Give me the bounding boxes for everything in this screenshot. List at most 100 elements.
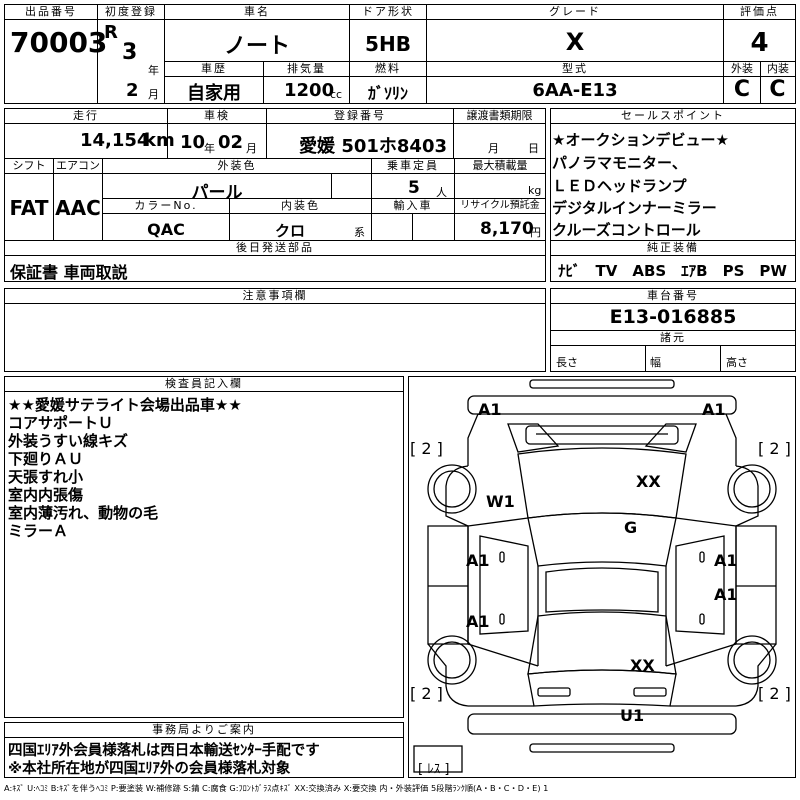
transfer-deadline-label: 譲渡書類期限 — [454, 109, 545, 124]
recycle-fee: 8,170 — [480, 219, 534, 239]
sales-points-label: セールスポイント — [551, 109, 795, 124]
damage-diagram-box — [408, 376, 796, 778]
equipment: ﾅﾋﾞ TV ABS ｴｱB PS PW — [558, 262, 787, 280]
inspector-box — [4, 376, 404, 718]
ac-label: エアコン — [54, 159, 102, 174]
inspector-line: ミラーＡ — [8, 522, 69, 540]
sales-point-line: ＬＥＤヘッドランプ — [552, 177, 687, 195]
inspector-line: 外装うすい線キズ — [8, 432, 129, 450]
sales-points-box — [550, 108, 796, 282]
damage-mark: XX — [636, 472, 661, 491]
shift: FAT — [9, 196, 49, 220]
damage-mark: A1 — [478, 400, 502, 419]
equipment-label: 純正装備 — [551, 241, 795, 256]
reg-number: 愛媛 501ホ8403 — [299, 136, 447, 157]
door-label: ドア形状 — [350, 5, 426, 20]
header-table — [4, 4, 796, 104]
damage-mark: A1 — [714, 585, 738, 604]
displacement: 1200 — [284, 80, 335, 101]
sales-point-line: ★オークションデビュー★ — [552, 131, 729, 149]
office-box — [4, 722, 404, 778]
tire-tread: [ 2 ] — [758, 684, 791, 703]
damage-mark: W1 — [486, 492, 515, 511]
damage-mark: XX — [630, 656, 655, 675]
damage-mark: A1 — [466, 551, 490, 570]
reg-number-label: 登録番号 — [267, 109, 453, 124]
grade: X — [565, 28, 585, 56]
shift-label: シフト — [5, 159, 53, 174]
car-diagram — [413, 379, 777, 773]
car-name: ノート — [223, 34, 290, 59]
damage-mark: U1 — [620, 706, 645, 725]
transfer-month-unit: 月 — [488, 142, 499, 155]
tire-tread: [ 2 ] — [758, 439, 791, 458]
color-no-label: カラーNo. — [103, 199, 229, 214]
inspector-line: 下廻りＡＵ — [8, 450, 84, 468]
inspector-line: 室内内張傷 — [8, 486, 84, 504]
inspector-line: 天張すれ小 — [8, 468, 84, 486]
first-reg-label: 初度登録 — [98, 5, 164, 20]
damage-mark: A1 — [702, 400, 726, 419]
capacity: 5 — [408, 178, 420, 198]
ext-grade: C — [733, 77, 751, 102]
notes-label: 注意事項欄 — [5, 289, 545, 304]
transfer-day-unit: 日 — [528, 142, 539, 155]
recycle-label: リサイクル預託金 — [455, 199, 545, 214]
interior-color-label: 内装色 — [230, 199, 371, 214]
fuel: ｶﾞｿﾘﾝ — [367, 84, 408, 103]
inspection-month: 02 — [218, 132, 244, 153]
chassis-box — [550, 288, 796, 372]
vehicle-info-table — [4, 108, 546, 282]
lot-number: 70003 — [10, 26, 108, 59]
tire-tread: [ 2 ] — [410, 684, 443, 703]
history-label: 車歴 — [165, 61, 263, 77]
mileage-label: 走行 — [5, 109, 167, 124]
tire-tread: [ 2 ] — [410, 439, 443, 458]
interior-color: クロ — [274, 222, 305, 240]
office-line: 四国ｴﾘｱ外会員様落札は西日本輸送ｾﾝﾀｰ手配です — [8, 743, 320, 759]
first-reg-month-unit: 月 — [148, 88, 159, 101]
interior-color-unit: 系 — [354, 226, 365, 239]
notes-box — [4, 288, 546, 372]
sales-point-line: クルーズコントロール — [552, 221, 701, 239]
inspector-label: 検査員記入欄 — [5, 377, 403, 392]
mileage: 14,154 — [80, 130, 150, 151]
model: 6AA-E13 — [532, 80, 618, 101]
inspector-line: コアサポートＵ — [8, 414, 114, 432]
import-label: 輸入車 — [372, 199, 454, 214]
car-name-label: 車名 — [165, 5, 349, 20]
legend: A:ｷｽﾞ U:ﾍｺﾐ B:ｷｽﾞを伴うﾍｺﾐ P:要塗装 W:補修跡 S:錆 … — [4, 783, 549, 793]
chassis-number: E13-016885 — [609, 306, 737, 328]
history: 自家用 — [187, 83, 241, 104]
score: 4 — [750, 28, 769, 58]
damage-mark: A1 — [714, 551, 738, 570]
capacity-label: 乗車定員 — [372, 159, 454, 174]
fuel-label: 燃料 — [350, 61, 426, 77]
inspection-year-unit: 年 — [204, 142, 215, 155]
spare-tire: [ ﾚｽ ] — [418, 762, 450, 777]
length-label: 長さ — [556, 356, 578, 369]
displacement-label: 排気量 — [264, 61, 349, 77]
sales-point-line: デジタルインナーミラー — [552, 199, 717, 217]
mileage-unit: km — [144, 130, 175, 151]
inspection-year: 10 — [180, 132, 206, 153]
inspector-line: 室内薄汚れ、動物の毛 — [8, 504, 159, 522]
first-reg-year: 3 — [122, 40, 138, 65]
inspection-month-unit: 月 — [246, 142, 257, 155]
ac: AAC — [55, 196, 101, 220]
capacity-unit: 人 — [436, 186, 447, 199]
max-load-label: 最大積載量 — [455, 159, 545, 174]
later-parts-label: 後日発送部品 — [5, 241, 545, 256]
inspection-label: 車検 — [168, 109, 266, 124]
width-label: 幅 — [650, 356, 661, 369]
int-grade: C — [769, 77, 786, 102]
door: 5HB — [365, 32, 411, 56]
exterior-color-label: 外装色 — [103, 159, 371, 174]
first-reg-month: 2 — [126, 80, 139, 101]
displacement-unit: cc — [330, 88, 343, 101]
ext-grade-label: 外装 — [724, 61, 760, 77]
score-label: 評価点 — [724, 5, 795, 20]
max-load-unit: kg — [528, 184, 542, 197]
grade-label: グレード — [427, 5, 723, 20]
dims-label: 諸元 — [551, 330, 795, 346]
